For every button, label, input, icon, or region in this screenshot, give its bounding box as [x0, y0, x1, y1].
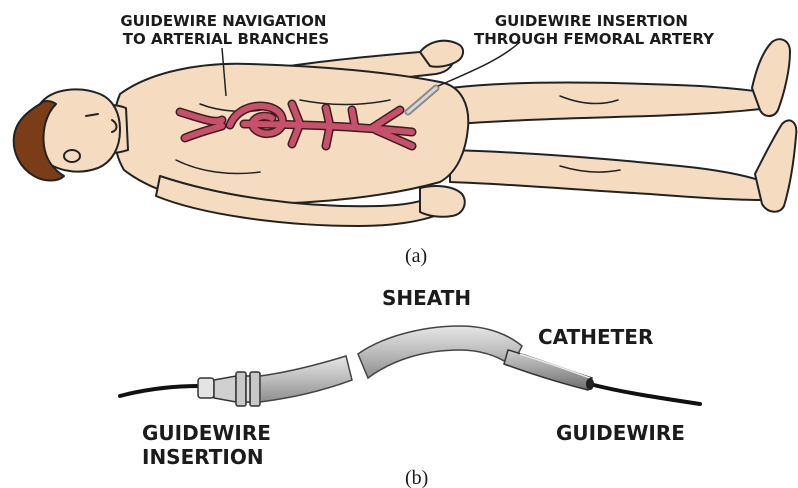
label-guidewire-insertion-femoral: GUIDEWIRE INSERTION THROUGH FEMORAL ARTE… [474, 12, 715, 48]
upper-leg [450, 83, 768, 125]
lower-hand [420, 186, 465, 217]
caption-a: (a) [405, 245, 427, 267]
guidewire-left [120, 386, 200, 396]
caption-b: (b) [405, 467, 428, 488]
label-guidewire-insertion: GUIDEWIRE INSERTION [142, 421, 278, 469]
lower-foot [755, 120, 796, 211]
lower-leg [450, 150, 765, 200]
label-sheath: SHEATH [382, 286, 471, 310]
ear [64, 150, 80, 162]
sheath-right [358, 326, 522, 378]
sheath-left [260, 356, 352, 402]
label-guidewire-navigation: GUIDEWIRE NAVIGATION TO ARTERIAL BRANCHE… [120, 12, 331, 48]
upper-foot [752, 39, 790, 116]
guidewire-right [590, 384, 700, 404]
sheath-hub [198, 372, 260, 406]
label-guidewire: GUIDEWIRE [556, 421, 685, 445]
catheter [504, 350, 592, 390]
label-catheter: CATHETER [538, 325, 653, 349]
